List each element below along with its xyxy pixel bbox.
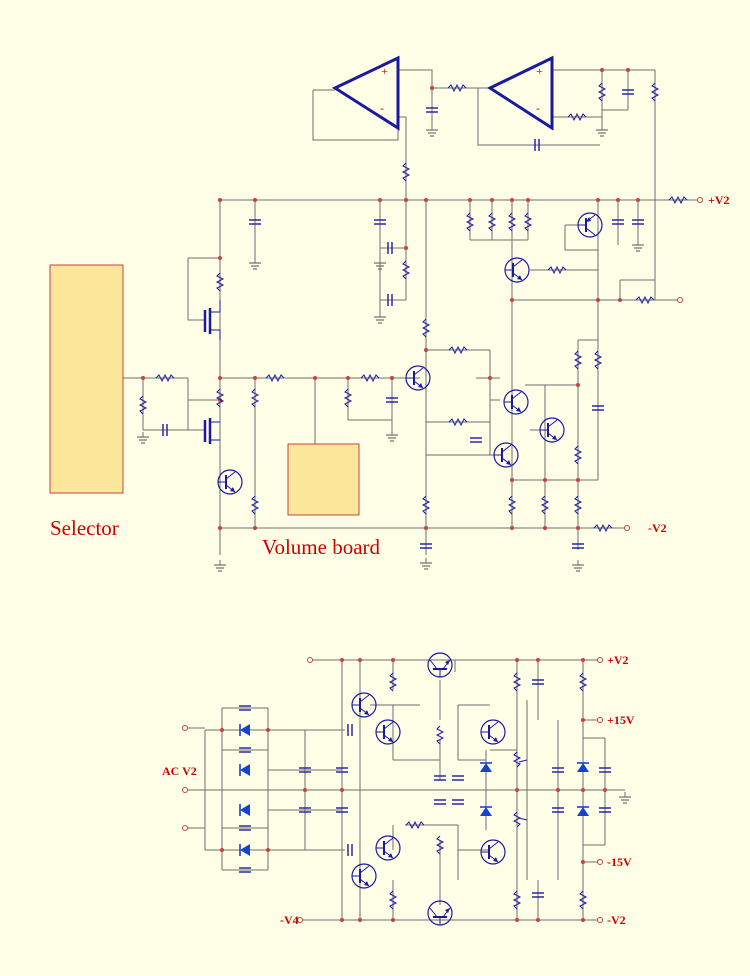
rail-neg-15v: -15V <box>607 855 632 869</box>
ground-icon <box>618 791 632 804</box>
terminals-psu <box>182 657 603 923</box>
npn-transistor-icon <box>503 389 529 415</box>
opamp1-plus: + <box>381 64 388 78</box>
mosfet-icon <box>203 300 221 340</box>
capacitors-psu <box>238 679 612 898</box>
ac-v2-label: AC V2 <box>162 764 197 778</box>
opamp-icon: + - <box>486 55 554 131</box>
opamp-icon: + - <box>331 55 400 131</box>
npn-transistor-icon <box>217 469 243 495</box>
selector-block <box>49 264 124 494</box>
terminals-top <box>624 197 703 531</box>
junctions-top <box>141 68 640 530</box>
opamp1-minus: - <box>380 101 384 115</box>
pots-psu <box>512 751 528 828</box>
ground-icon <box>136 124 645 572</box>
volume-board-block <box>287 443 360 516</box>
npn-transistor-icon <box>493 442 519 468</box>
mosfet-icon <box>203 418 220 444</box>
rail-pos-v2-psu: +V2 <box>607 653 629 667</box>
transistors-psu <box>351 652 506 926</box>
volume-board-label: Volume board <box>262 535 381 559</box>
rail-neg-v2-top: -V2 <box>648 521 667 535</box>
rail-neg-v4: -V4 <box>280 913 299 927</box>
selector-label: Selector <box>50 516 119 540</box>
wires-psu <box>185 659 625 921</box>
rail-pos-15v: +15V <box>607 713 635 727</box>
junctions-psu <box>220 658 607 922</box>
rail-pos-v2-top: +V2 <box>708 193 730 207</box>
rail-neg-v2-psu: -V2 <box>607 913 626 927</box>
npn-transistor-icon <box>504 257 530 283</box>
opamp2-minus: - <box>536 101 540 115</box>
npn-transistor-icon <box>539 417 565 443</box>
wires-top <box>123 69 700 555</box>
resistors-top <box>139 82 688 532</box>
capacitors-top <box>162 89 645 549</box>
opamp2-plus: + <box>536 64 543 78</box>
